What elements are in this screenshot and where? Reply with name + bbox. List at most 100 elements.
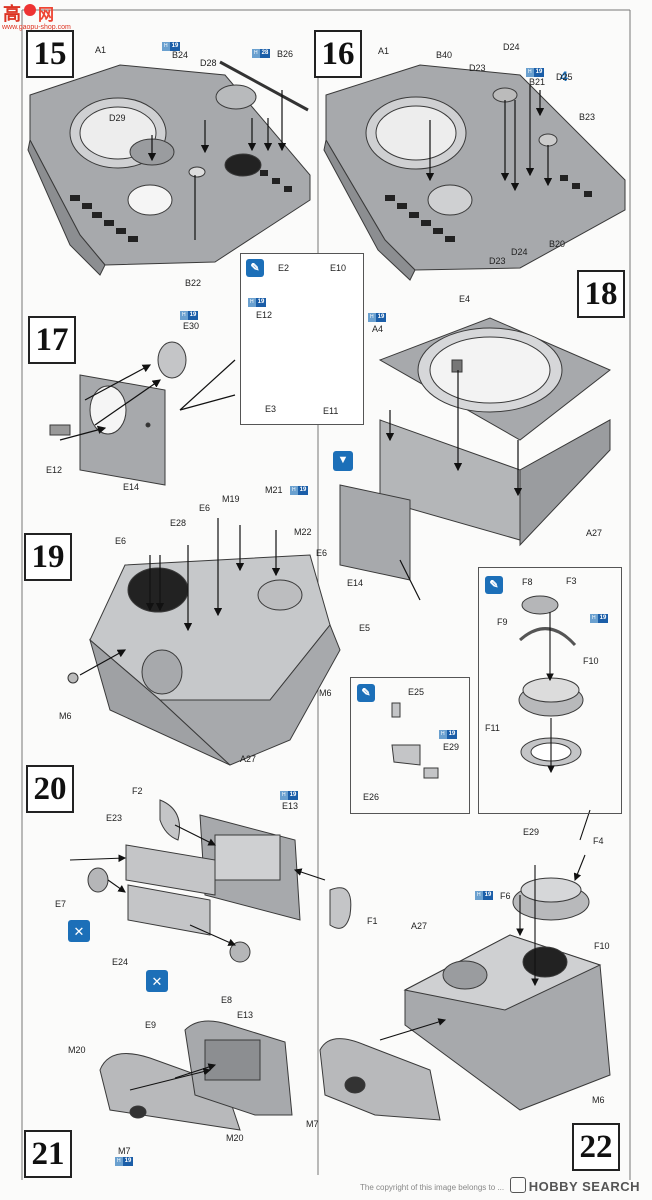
part-label: E29 xyxy=(443,742,460,752)
step-number-21: 21 xyxy=(24,1130,72,1178)
part-label: A1 xyxy=(378,46,390,56)
svg-text:✕: ✕ xyxy=(152,975,163,990)
part-label: E6 xyxy=(316,548,328,558)
svg-text:✕: ✕ xyxy=(74,925,85,940)
watermark-glyph-2: 网 xyxy=(38,7,55,24)
brush-icon: ✎ xyxy=(357,684,375,702)
watermark-glyph-1: 高 xyxy=(3,4,21,24)
step-number-15: 15 xyxy=(26,30,74,78)
part-label: F6 xyxy=(500,891,511,901)
part-label: F10 xyxy=(583,656,599,666)
part-label: B20 xyxy=(549,239,566,249)
footer-brand-text: HOBBY SEARCH xyxy=(528,1179,640,1194)
part-label: M6 xyxy=(59,711,72,721)
quantity-x4: 4 xyxy=(560,68,568,84)
part-label: E28 xyxy=(170,518,187,528)
part-label: D25 xyxy=(556,72,573,82)
paint-code-prefix: H xyxy=(290,486,298,495)
paint-code-num: 19 xyxy=(169,42,181,51)
part-label: F10 xyxy=(594,941,610,951)
paint-code-prefix: H xyxy=(368,313,376,322)
part-label: B22 xyxy=(185,278,202,288)
paint-code-prefix: H xyxy=(439,730,447,739)
part-label: M6 xyxy=(319,688,332,698)
paint-code-num: 19 xyxy=(482,891,494,900)
paint-code-prefix: H xyxy=(115,1157,123,1166)
part-label: E13 xyxy=(282,801,299,811)
part-label: F9 xyxy=(497,617,508,627)
part-label: E12 xyxy=(46,465,63,475)
step-number-19: 19 xyxy=(24,533,72,581)
paint-code-prefix: H xyxy=(162,42,170,51)
paint-code-prefix: H xyxy=(180,311,188,320)
brush-icon: ✎ xyxy=(246,259,264,277)
part-label: D28 xyxy=(200,58,217,68)
part-label: A1 xyxy=(95,45,107,55)
part-label: E12 xyxy=(256,310,273,320)
gun-housing-21 xyxy=(99,1020,293,1131)
step-number-17: 17 xyxy=(28,316,76,364)
part-label: M20 xyxy=(226,1133,244,1143)
part-label: F2 xyxy=(132,786,143,796)
part-label: A4 xyxy=(372,324,384,334)
part-label: M22 xyxy=(294,527,312,537)
brush-icon: ✎ xyxy=(485,576,503,594)
step-number-20: 20 xyxy=(26,765,74,813)
paint-code-prefix: H xyxy=(590,614,598,623)
part-label: F8 xyxy=(522,577,533,587)
hobby-search-logo-icon xyxy=(509,1177,526,1193)
paint-code-num: 19 xyxy=(297,486,309,495)
part-label: B26 xyxy=(277,49,294,59)
turret-body-19 xyxy=(89,554,341,766)
part-label: E7 xyxy=(55,899,67,909)
part-label: E2 xyxy=(278,263,290,273)
part-label: E11 xyxy=(323,406,339,416)
detail-box-e-parts: ✎ xyxy=(350,677,470,814)
part-label: F11 xyxy=(485,723,500,733)
copyright-notice: The copyright of this image belongs to .… xyxy=(360,1183,505,1192)
watermark-url: www.gaopu-shop.com xyxy=(2,24,71,31)
paint-code-prefix: H xyxy=(280,791,288,800)
paint-code-num: 19 xyxy=(187,311,199,320)
part-label: E5 xyxy=(359,623,371,633)
part-label: F4 xyxy=(593,836,604,846)
step-number-18: 18 xyxy=(577,270,625,318)
hull-deck-16 xyxy=(323,64,626,281)
part-label: E25 xyxy=(408,687,425,697)
glue-icon: ▼ xyxy=(333,451,353,471)
footer-brand: HOBBY SEARCH xyxy=(509,1177,640,1194)
quantity-label: 4 xyxy=(560,68,568,84)
part-label: F1 xyxy=(367,916,378,926)
part-label: M7 xyxy=(306,1119,319,1129)
watermark-dot-icon xyxy=(24,4,36,16)
paint-code-num: 19 xyxy=(446,730,458,739)
part-label: E6 xyxy=(115,536,127,546)
step-number-16: 16 xyxy=(314,30,362,78)
paint-code-num: 19 xyxy=(255,298,267,307)
part-label: E14 xyxy=(123,482,140,492)
part-label: B21 xyxy=(529,77,546,87)
part-label: B23 xyxy=(579,112,596,122)
paint-code-num: 19 xyxy=(597,614,609,623)
part-label: E23 xyxy=(106,813,123,823)
part-label: E29 xyxy=(523,827,540,837)
part-label: M19 xyxy=(222,494,240,504)
paint-code-prefix: H xyxy=(526,68,534,77)
paint-code-num: 19 xyxy=(533,68,545,77)
part-label: E14 xyxy=(347,578,364,588)
part-label: D23 xyxy=(489,256,506,266)
mantlet-20 xyxy=(87,799,352,963)
part-label: E8 xyxy=(221,995,233,1005)
paint-code-prefix: H xyxy=(475,891,483,900)
part-label: D24 xyxy=(511,247,528,257)
